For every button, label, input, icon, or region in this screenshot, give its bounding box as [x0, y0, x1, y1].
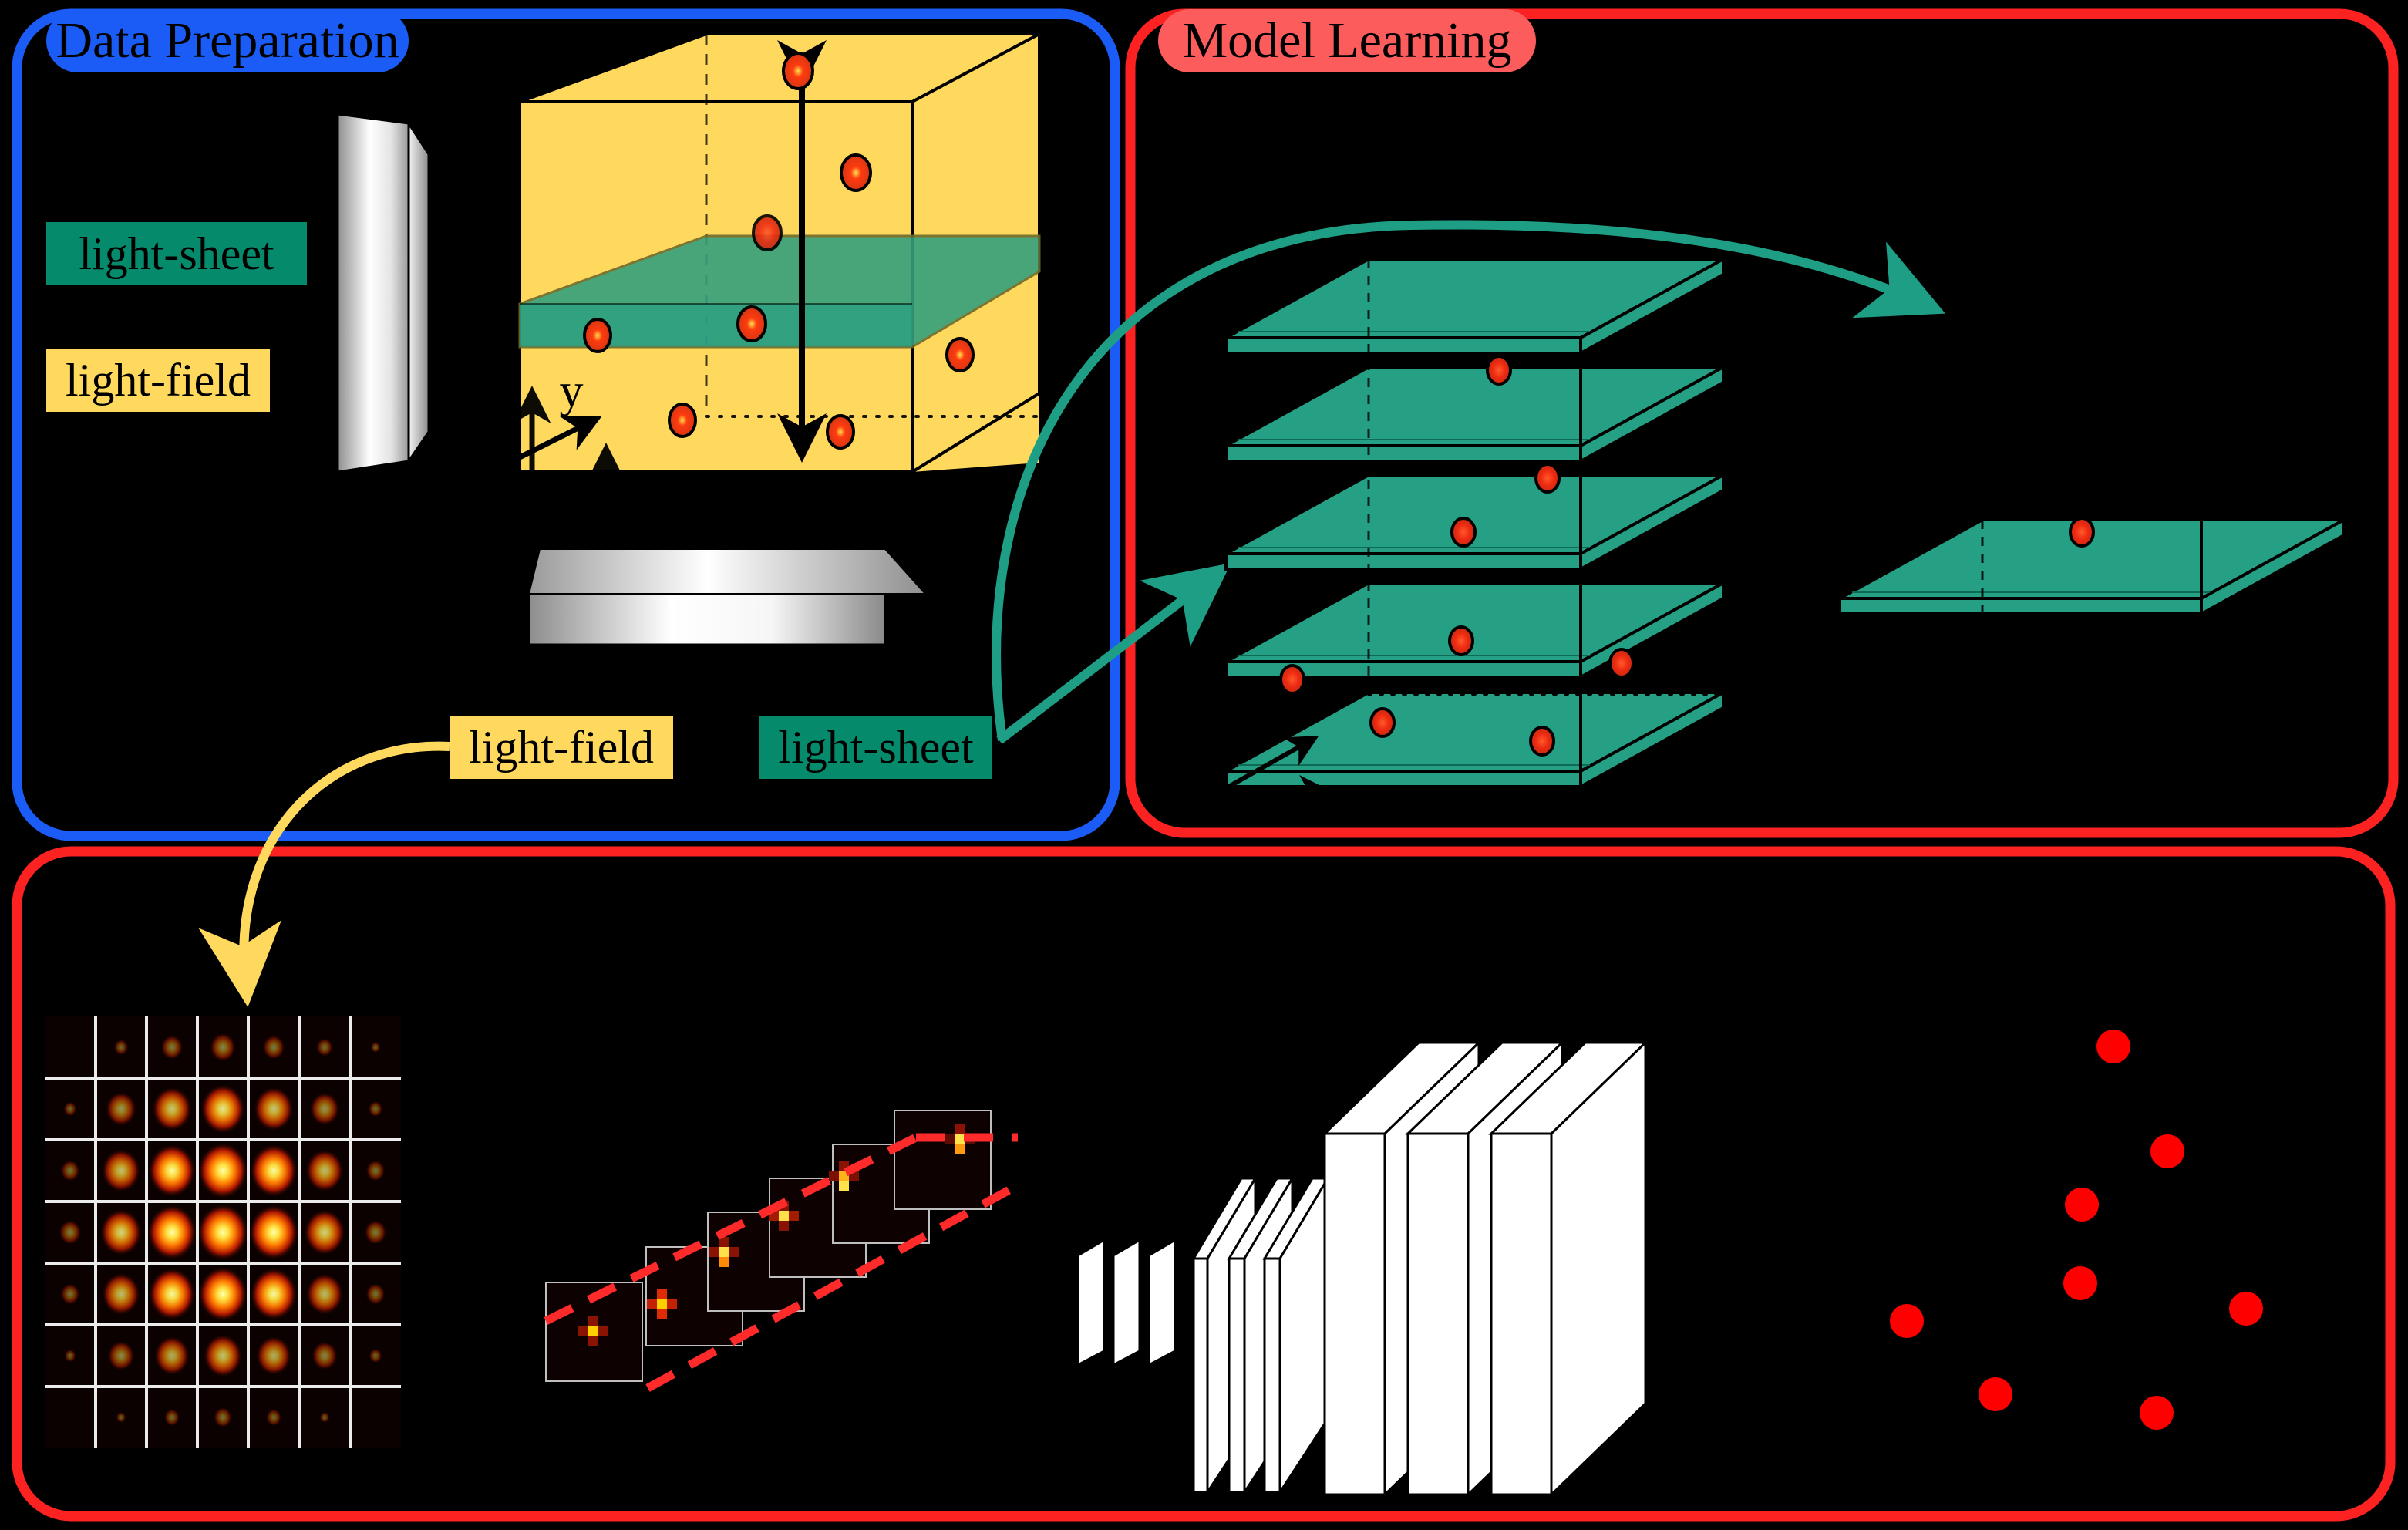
- callout-light-sheet: light-sheet: [759, 716, 992, 779]
- detection-objective-icon: [527, 548, 928, 646]
- microlens-blob: [309, 1092, 340, 1126]
- cnn-block: [1147, 1238, 1177, 1367]
- microlens-blob: [63, 1101, 77, 1117]
- microlens-blob: [198, 1266, 248, 1322]
- microlens-blob: [163, 1408, 180, 1427]
- microlens-blob: [160, 1034, 184, 1060]
- axis-label-y: y: [559, 364, 584, 417]
- illumination-objective-icon: [336, 113, 430, 473]
- panel-title-data-preparation: Data Preparation: [46, 9, 409, 72]
- arrow-light-field-to-microlens-image: [198, 741, 450, 1007]
- panel-border-data-preparation: [12, 8, 1120, 841]
- legend-item-light-sheet: light-sheet: [46, 222, 307, 285]
- microlens-blob: [254, 1087, 294, 1131]
- depth-slice-sequence: [544, 1110, 1020, 1392]
- microlens-blob: [368, 1100, 383, 1117]
- predicted-dot: [2096, 1030, 2130, 1063]
- microlens-blob: [59, 1219, 82, 1245]
- microlens-blob: [304, 1209, 345, 1255]
- predicted-dot: [1979, 1377, 2012, 1411]
- microlens-blob: [312, 1341, 338, 1370]
- microlens-blob: [148, 1144, 196, 1198]
- specimen-volume-cube: [507, 31, 1041, 480]
- fluorescent-particle-group-cube: [583, 52, 975, 450]
- predicted-dot: [2140, 1396, 2174, 1430]
- predicted-dot: [2229, 1292, 2263, 1326]
- microlens-blob: [100, 1208, 142, 1256]
- light-sheet-plane: [1224, 256, 1725, 356]
- microlens-blob: [316, 1037, 333, 1057]
- microlens-blob: [197, 1204, 248, 1261]
- cnn-block-diagram: [1076, 1040, 1649, 1498]
- cnn-block: [1112, 1238, 1141, 1367]
- microlens-blob: [262, 1034, 285, 1060]
- cnn-block: [1488, 1040, 1649, 1498]
- microlens-blob: [365, 1160, 386, 1181]
- light-sheet-plane-stack: [1224, 256, 1725, 807]
- predicted-dot: [2065, 1188, 2099, 1222]
- microlens-blob: [113, 1039, 129, 1056]
- microlens-blob: [200, 1083, 245, 1134]
- microlens-blob: [319, 1411, 330, 1424]
- legend-item-light-field: light-field: [46, 349, 270, 412]
- microlens-blob: [64, 1349, 76, 1363]
- microlens-blob: [101, 1149, 141, 1192]
- microlens-blob: [265, 1408, 282, 1427]
- microlens-blob: [107, 1340, 135, 1371]
- panel-border-model-learning: [1125, 8, 2399, 838]
- panel-title-model-learning: Model Learning: [1158, 9, 1536, 72]
- arrow-light-sheet-to-single-plane: [992, 220, 1945, 741]
- microlens-blob: [147, 1205, 197, 1260]
- microlens-blob: [154, 1336, 190, 1376]
- microlens-blob: [116, 1411, 126, 1424]
- microlens-blob: [250, 1144, 298, 1198]
- microlens-blob: [248, 1205, 299, 1260]
- cnn-block: [1262, 1174, 1330, 1497]
- microlens-blob: [305, 1272, 344, 1316]
- predicted-dot: [2063, 1266, 2097, 1300]
- microlens-blob: [106, 1091, 136, 1127]
- microlens-blob: [256, 1336, 291, 1376]
- microlens-blob: [210, 1033, 236, 1062]
- predicted-particle-positions: [1890, 1030, 2263, 1430]
- callout-light-field: light-field: [450, 716, 673, 779]
- microlens-blob: [60, 1160, 80, 1181]
- light-sheet-plane: [1224, 364, 1725, 464]
- light-sheet-plane: [1224, 472, 1725, 572]
- microlens-blob: [364, 1219, 387, 1245]
- microlens-blob: [369, 1348, 382, 1363]
- predicted-dot: [1890, 1304, 1924, 1338]
- microlens-blob: [203, 1334, 243, 1377]
- microlens-blob: [305, 1149, 344, 1192]
- single-reconstructed-plane: [1838, 517, 2346, 617]
- microlens-blob: [60, 1283, 80, 1305]
- arrow-light-sheet-to-plane-stack: [996, 563, 1231, 744]
- microlens-blob: [250, 1268, 298, 1320]
- microlens-blob: [152, 1087, 192, 1131]
- microlens-blob: [213, 1407, 233, 1428]
- microlens-blob: [197, 1142, 248, 1199]
- microlens-blob: [102, 1272, 140, 1316]
- microlens-blob: [148, 1268, 196, 1320]
- cnn-block: [1076, 1238, 1106, 1367]
- microlens-blob: [370, 1041, 381, 1053]
- light-sheet-plane: [1224, 689, 1725, 790]
- panel-border-inference-row: [12, 846, 2396, 1522]
- microlens-blob: [365, 1283, 386, 1305]
- predicted-dot: [2150, 1134, 2184, 1168]
